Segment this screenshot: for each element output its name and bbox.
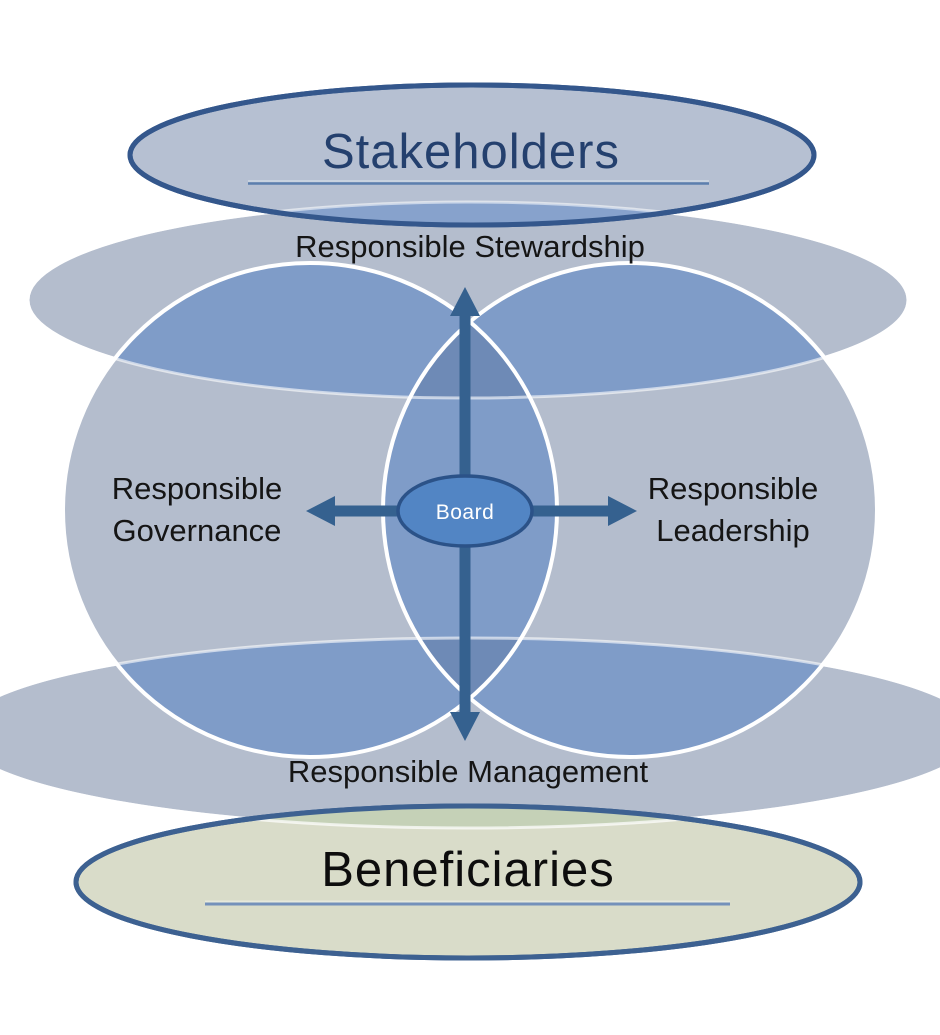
beneficiaries-label: Beneficiaries bbox=[321, 843, 615, 897]
arrow-right-shaft bbox=[531, 505, 610, 517]
leadership-label-line2: Leadership bbox=[656, 513, 809, 548]
stakeholders-label: Stakeholders bbox=[322, 125, 620, 179]
arrow-down-head bbox=[450, 712, 480, 741]
arrow-left-head bbox=[306, 496, 335, 526]
arrow-left-shaft bbox=[332, 505, 399, 517]
arrow-left bbox=[306, 496, 399, 526]
arrow-up-shaft bbox=[459, 312, 471, 478]
stakeholders-ellipse-border bbox=[127, 82, 817, 228]
management-label: Responsible Management bbox=[288, 754, 649, 789]
governance-label-line1: Responsible bbox=[112, 471, 283, 506]
arrow-down-shaft bbox=[459, 546, 471, 716]
arrow-up bbox=[450, 287, 480, 478]
stewardship-edge-in-stakeholders bbox=[130, 200, 814, 225]
beneficiaries-ellipse-border bbox=[73, 803, 863, 961]
governance-label-line2: Governance bbox=[113, 513, 282, 548]
stewardship-label: Responsible Stewardship bbox=[295, 229, 645, 264]
leadership-label-line1: Responsible bbox=[648, 471, 819, 506]
management-edge-in-beneficiaries bbox=[76, 806, 860, 830]
arrow-down bbox=[450, 546, 480, 741]
arrow-up-head bbox=[450, 287, 480, 316]
arrow-right-head bbox=[608, 496, 637, 526]
board-node bbox=[396, 474, 534, 548]
arrow-right bbox=[531, 496, 637, 526]
board-label: Board bbox=[436, 501, 495, 524]
